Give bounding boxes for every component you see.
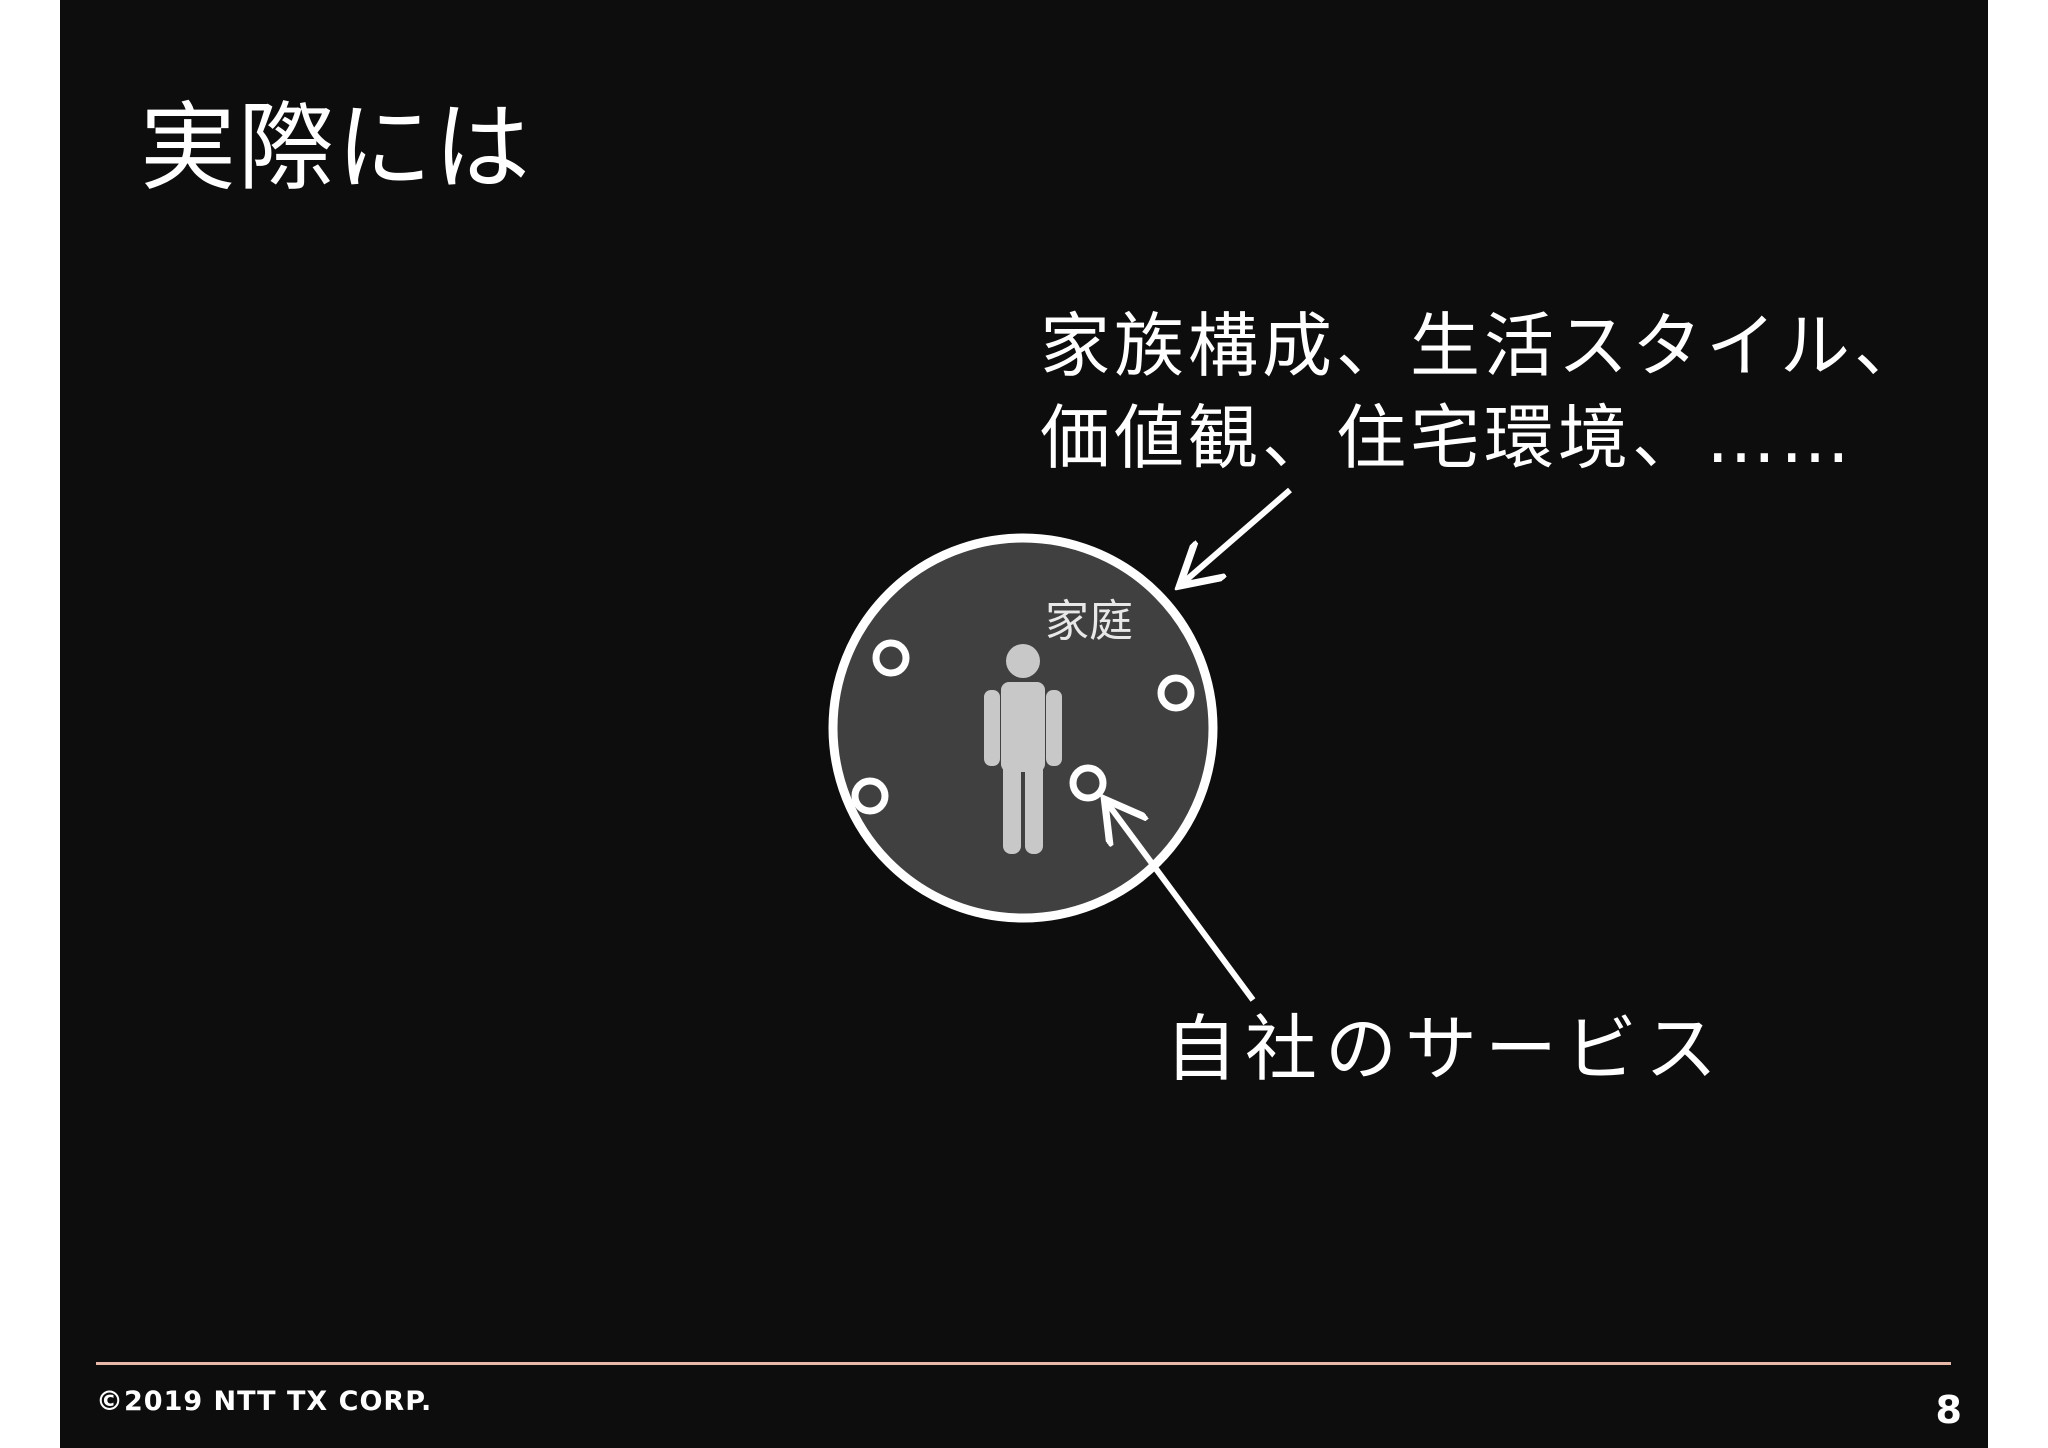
arrow-icon	[1108, 804, 1256, 1002]
household-diagram	[828, 487, 1292, 1002]
callout-household-factors-line1: 家族構成、生活スタイル、	[1040, 305, 1928, 387]
household-label: 家庭	[1045, 596, 1133, 647]
slide: 実際には 家族構成、生活スタイル、 価値観、住宅環境、……	[60, 0, 1988, 1448]
callout-own-services: 自社のサービス	[1165, 1007, 1726, 1091]
callout-household-factors: 家族構成、生活スタイル、 価値観、住宅環境、……	[1040, 300, 1928, 484]
person-icon	[984, 644, 1062, 854]
page-number: 8	[1935, 1388, 1962, 1432]
service-ring-icon	[851, 777, 889, 815]
service-ring-icon	[1157, 674, 1195, 712]
household-circle	[828, 533, 1218, 923]
arrow-icon	[1184, 487, 1292, 582]
service-ring-icon	[872, 639, 910, 677]
footer-divider	[96, 1362, 1951, 1365]
copyright-text: ©2019 NTT TX CORP.	[96, 1386, 433, 1417]
callout-household-factors-line2: 価値観、住宅環境、……	[1040, 397, 1854, 479]
service-ring-icon	[1069, 764, 1107, 802]
slide-title: 実際には	[140, 92, 532, 204]
